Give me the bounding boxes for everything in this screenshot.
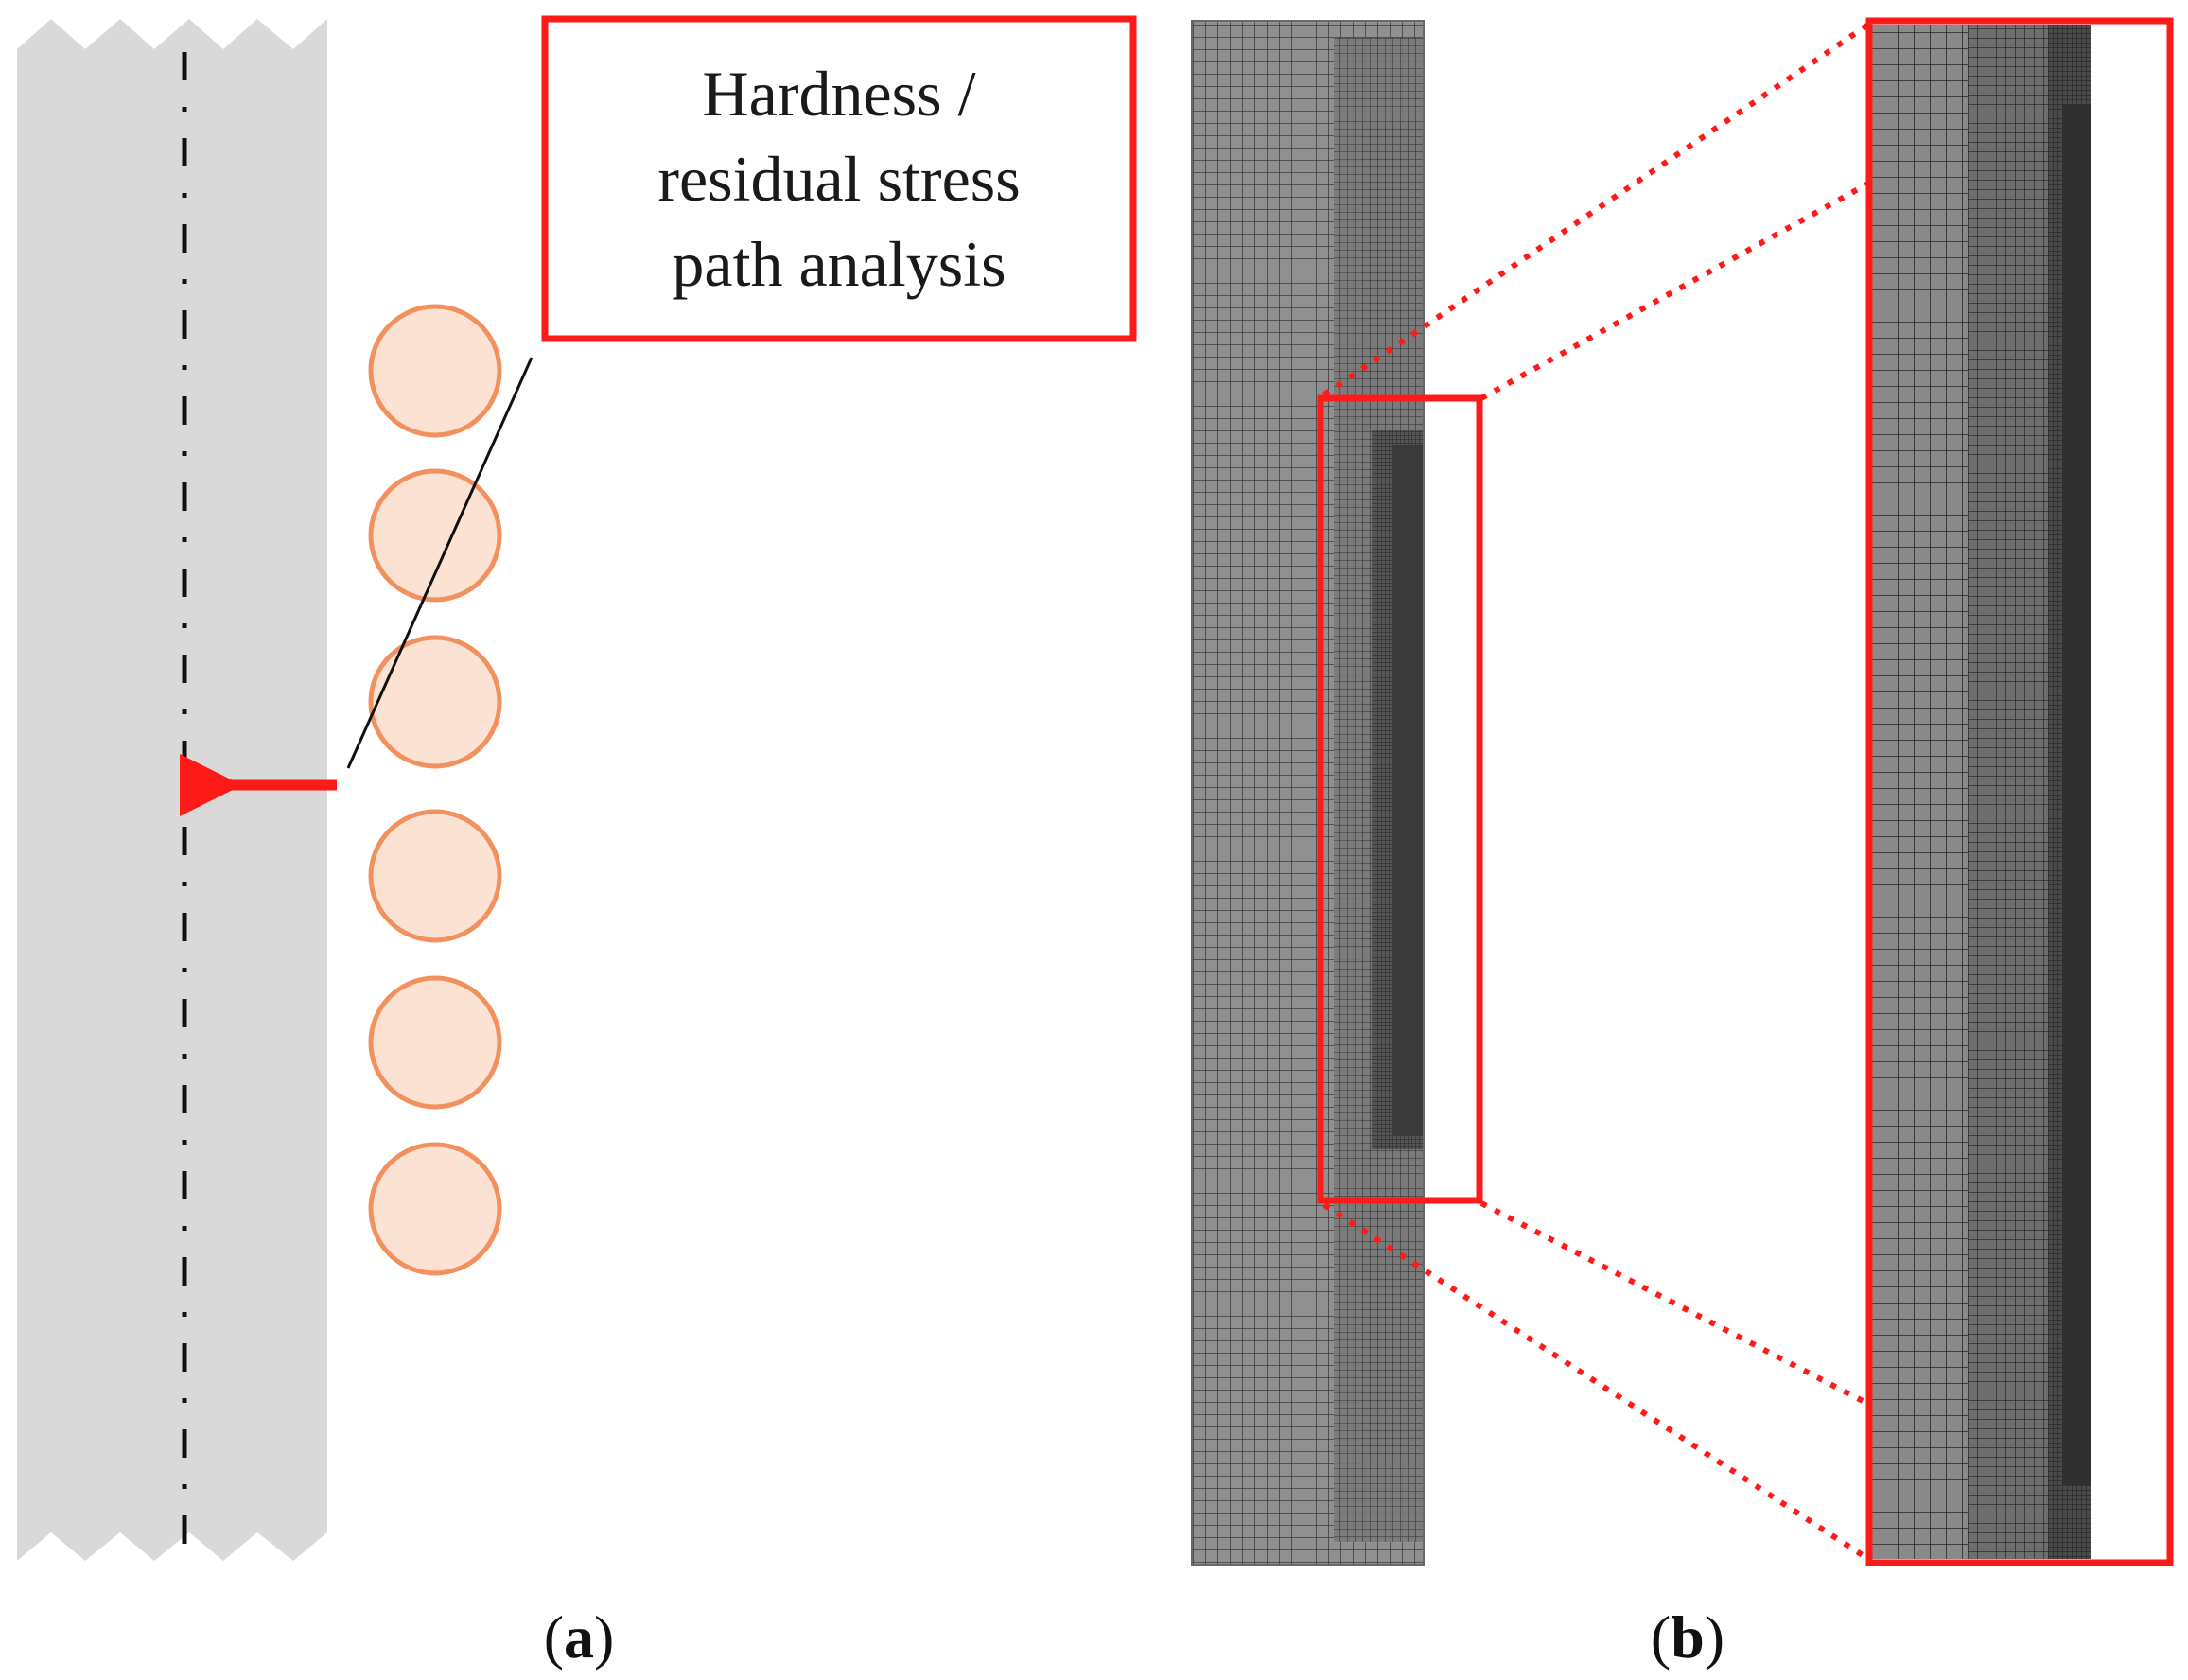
zoom-connectors [1322, 22, 1870, 1562]
callout-line-2: residual stress [657, 143, 1020, 215]
callout-line-1: Hardness / [703, 58, 976, 130]
roller [368, 809, 502, 943]
roller [368, 304, 502, 438]
panel-a-label: (a) [544, 1603, 615, 1671]
callout-line-3: path analysis [672, 228, 1006, 300]
shaft-section [17, 19, 327, 1561]
rollers [368, 304, 502, 1276]
zoom-detail-box [1865, 17, 2174, 1566]
zoom-region-box [1317, 394, 1483, 1204]
panel-a: Hardness / residual stress path analysis… [17, 15, 1137, 1671]
roller [368, 975, 502, 1110]
roller [368, 1142, 502, 1276]
roller [368, 635, 502, 769]
fe-mesh-full [1191, 20, 1425, 1566]
callout-box [541, 15, 1137, 342]
callout-leader-line [346, 357, 534, 769]
panel-b: (b) [1191, 17, 2174, 1671]
fe-mesh-zoom [1871, 25, 2091, 1559]
panel-b-label: (b) [1651, 1603, 1724, 1671]
roller [368, 468, 502, 603]
